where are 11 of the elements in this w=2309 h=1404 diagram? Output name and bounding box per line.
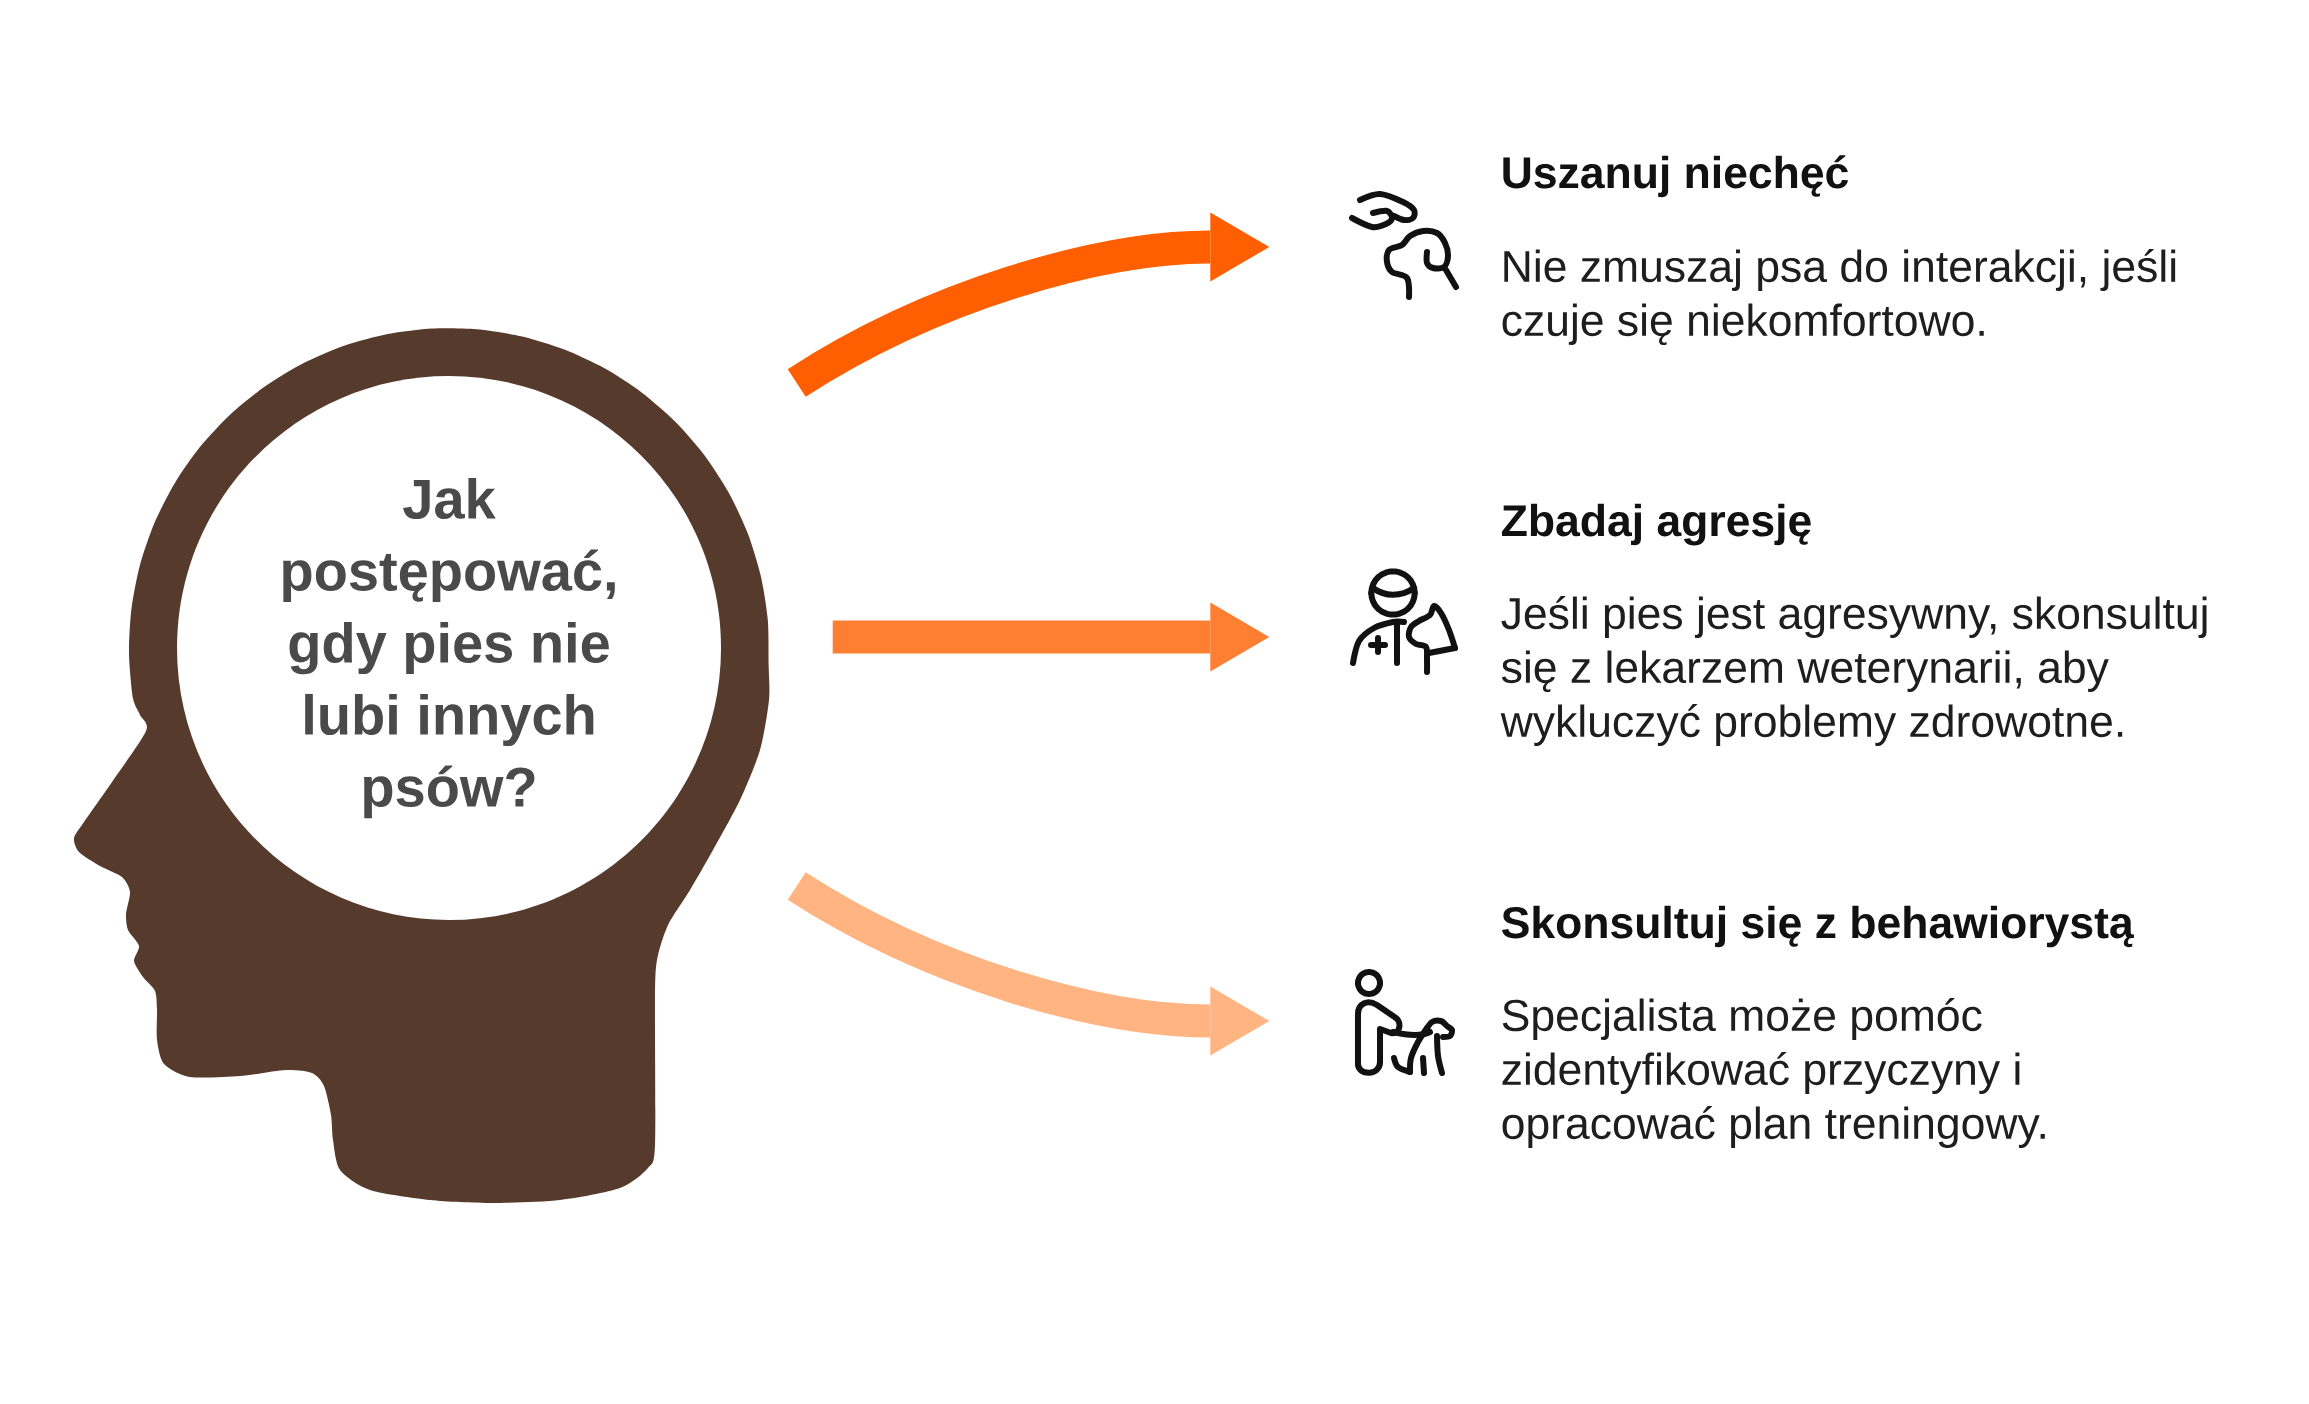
- question-circle: [177, 376, 721, 920]
- item-text: Specjalista może pomóc zidentyfikować przyczyny i opracować plan treningowy.: [1502, 998, 2045, 1148]
- question-text: Jak postępować, gdy pies nie lubi innych psów?: [283, 477, 615, 819]
- arrow: [788, 871, 1270, 1056]
- item-heading: Uszanuj niechęć: [1503, 155, 1848, 198]
- item-text: Jeśli pies jest agresywny, skonsultuj się z lekarzem weterynarii, aby wykluczyć problemy zdrowotne.: [1500, 596, 2207, 746]
- arrow: [832, 602, 1270, 672]
- item-text: Nie zmuszaj psa do interakcji, jeśli czuje się niekomfortowo.: [1502, 249, 2176, 345]
- item-heading: Skonsultuj się z behawiorystą: [1502, 905, 2134, 948]
- item-heading: Zbadaj agresję: [1502, 503, 1811, 546]
- arrow: [788, 212, 1270, 398]
